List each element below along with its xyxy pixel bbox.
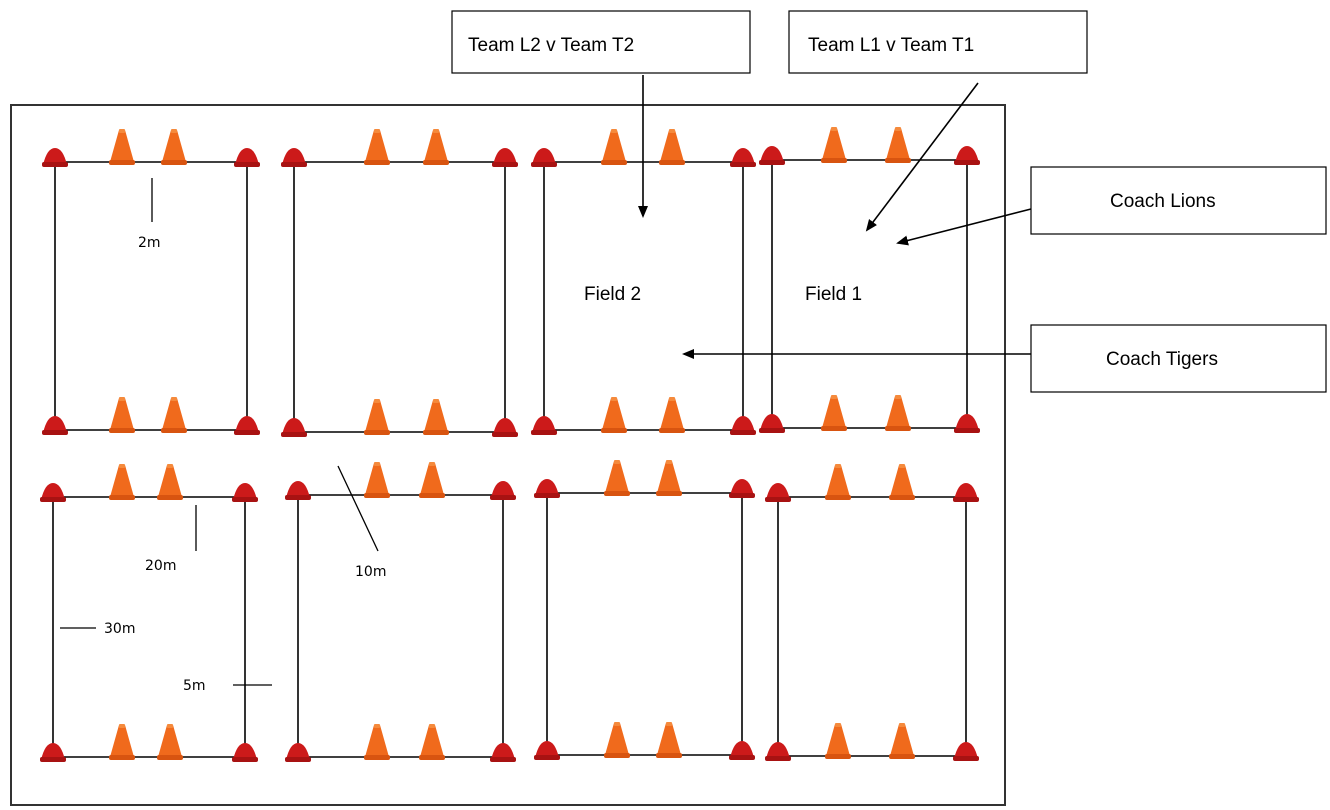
callout-team-l1-t1-label: Team L1 v Team T1 bbox=[808, 35, 974, 56]
goal-cone-icon bbox=[601, 397, 627, 433]
marker-cone-icon bbox=[730, 148, 756, 167]
dim-label-10m: 10m bbox=[355, 564, 386, 580]
goal-cone-icon bbox=[885, 127, 911, 163]
callout-coach-lions: Coach Lions bbox=[1030, 166, 1327, 235]
goal-cone-icon bbox=[889, 723, 915, 759]
marker-cone-icon bbox=[40, 743, 66, 762]
playing-area bbox=[52, 496, 246, 758]
goal-cone-icon bbox=[364, 462, 390, 498]
marker-cone-icon bbox=[953, 742, 979, 761]
callout-coach-tigers: Coach Tigers bbox=[1030, 324, 1327, 393]
playing-area bbox=[777, 496, 967, 757]
marker-cone-icon bbox=[765, 742, 791, 761]
field-2-label: Field 2 bbox=[584, 284, 641, 305]
marker-cone-icon bbox=[285, 743, 311, 762]
dimension-lines bbox=[60, 178, 379, 686]
goal-cone-icon bbox=[656, 722, 682, 758]
goal-cone-icon bbox=[419, 462, 445, 498]
goal-cone-icon bbox=[109, 724, 135, 760]
callout-coach-lions-label: Coach Lions bbox=[1110, 191, 1216, 212]
goal-cone-icon bbox=[821, 127, 847, 163]
goal-cone-icon bbox=[604, 460, 630, 496]
goal-cone-icon bbox=[157, 464, 183, 500]
goal-cone-icon bbox=[109, 397, 135, 433]
marker-cone-icon bbox=[534, 741, 560, 760]
goal-cone-icon bbox=[659, 129, 685, 165]
callout-team-l2-t2-label: Team L2 v Team T2 bbox=[468, 35, 634, 56]
goal-cone-icon bbox=[157, 724, 183, 760]
goal-cone-icon bbox=[821, 395, 847, 431]
marker-cone-icon bbox=[490, 481, 516, 500]
marker-cone-icon bbox=[285, 481, 311, 500]
marker-cone-icon bbox=[281, 418, 307, 437]
playing-area bbox=[293, 161, 506, 433]
marker-cone-icon bbox=[765, 483, 791, 502]
goal-cone-icon bbox=[604, 722, 630, 758]
goal-cone-icon bbox=[423, 399, 449, 435]
callout-team-l1-t1: Team L1 v Team T1 bbox=[788, 10, 1088, 74]
dim-line-10m bbox=[337, 465, 379, 552]
marker-cone-icon bbox=[234, 148, 260, 167]
goal-cone-icon bbox=[656, 460, 682, 496]
marker-cone-icon bbox=[490, 743, 516, 762]
marker-cone-icon bbox=[40, 483, 66, 502]
goal-cone-icon bbox=[885, 395, 911, 431]
goal-cone-icon bbox=[419, 724, 445, 760]
marker-cone-icon bbox=[42, 416, 68, 435]
marker-cone-icon bbox=[234, 416, 260, 435]
goal-cone-icon bbox=[161, 129, 187, 165]
marker-cone-icon bbox=[729, 741, 755, 760]
marker-cone-icon bbox=[729, 479, 755, 498]
marker-cone-icon bbox=[953, 483, 979, 502]
marker-cone-icon bbox=[232, 483, 258, 502]
goal-cone-icon bbox=[109, 464, 135, 500]
goal-cone-icon bbox=[364, 724, 390, 760]
marker-cone-icon bbox=[954, 146, 980, 165]
marker-cone-icon bbox=[759, 414, 785, 433]
diagram-frame bbox=[10, 104, 1006, 806]
dim-label-2m: 2m bbox=[138, 235, 161, 251]
goal-cone-icon bbox=[825, 464, 851, 500]
dim-label-30m: 30m bbox=[104, 621, 135, 637]
arrow-team-l1-t1 bbox=[865, 82, 979, 232]
callout-team-l2-t2: Team L2 v Team T2 bbox=[451, 10, 751, 74]
goal-cone-icon bbox=[601, 129, 627, 165]
goal-cone-icon bbox=[364, 399, 390, 435]
field-1-label: Field 1 bbox=[805, 284, 862, 305]
marker-cone-icon bbox=[531, 148, 557, 167]
dim-label-5m: 5m bbox=[183, 678, 206, 694]
marker-cone-icon bbox=[232, 743, 258, 762]
playing-area bbox=[297, 494, 504, 758]
dim-label-20m: 20m bbox=[145, 558, 176, 574]
cones bbox=[40, 127, 980, 762]
marker-cone-icon bbox=[42, 148, 68, 167]
goal-cone-icon bbox=[825, 723, 851, 759]
playing-area bbox=[54, 161, 248, 431]
marker-cone-icon bbox=[730, 416, 756, 435]
goal-cone-icon bbox=[109, 129, 135, 165]
goal-cone-icon bbox=[161, 397, 187, 433]
marker-cone-icon bbox=[492, 418, 518, 437]
callout-arrows bbox=[638, 75, 1032, 359]
playing-areas bbox=[52, 159, 968, 758]
callout-coach-tigers-label: Coach Tigers bbox=[1106, 349, 1218, 370]
goal-cone-icon bbox=[364, 129, 390, 165]
marker-cone-icon bbox=[281, 148, 307, 167]
marker-cone-icon bbox=[531, 416, 557, 435]
marker-cone-icon bbox=[534, 479, 560, 498]
goal-cone-icon bbox=[659, 397, 685, 433]
arrow-coach-lions bbox=[896, 208, 1032, 246]
marker-cone-icon bbox=[759, 146, 785, 165]
marker-cone-icon bbox=[492, 148, 518, 167]
goal-cone-icon bbox=[889, 464, 915, 500]
marker-cone-icon bbox=[954, 414, 980, 433]
playing-area bbox=[546, 492, 743, 756]
playing-area bbox=[771, 159, 968, 429]
goal-cone-icon bbox=[423, 129, 449, 165]
